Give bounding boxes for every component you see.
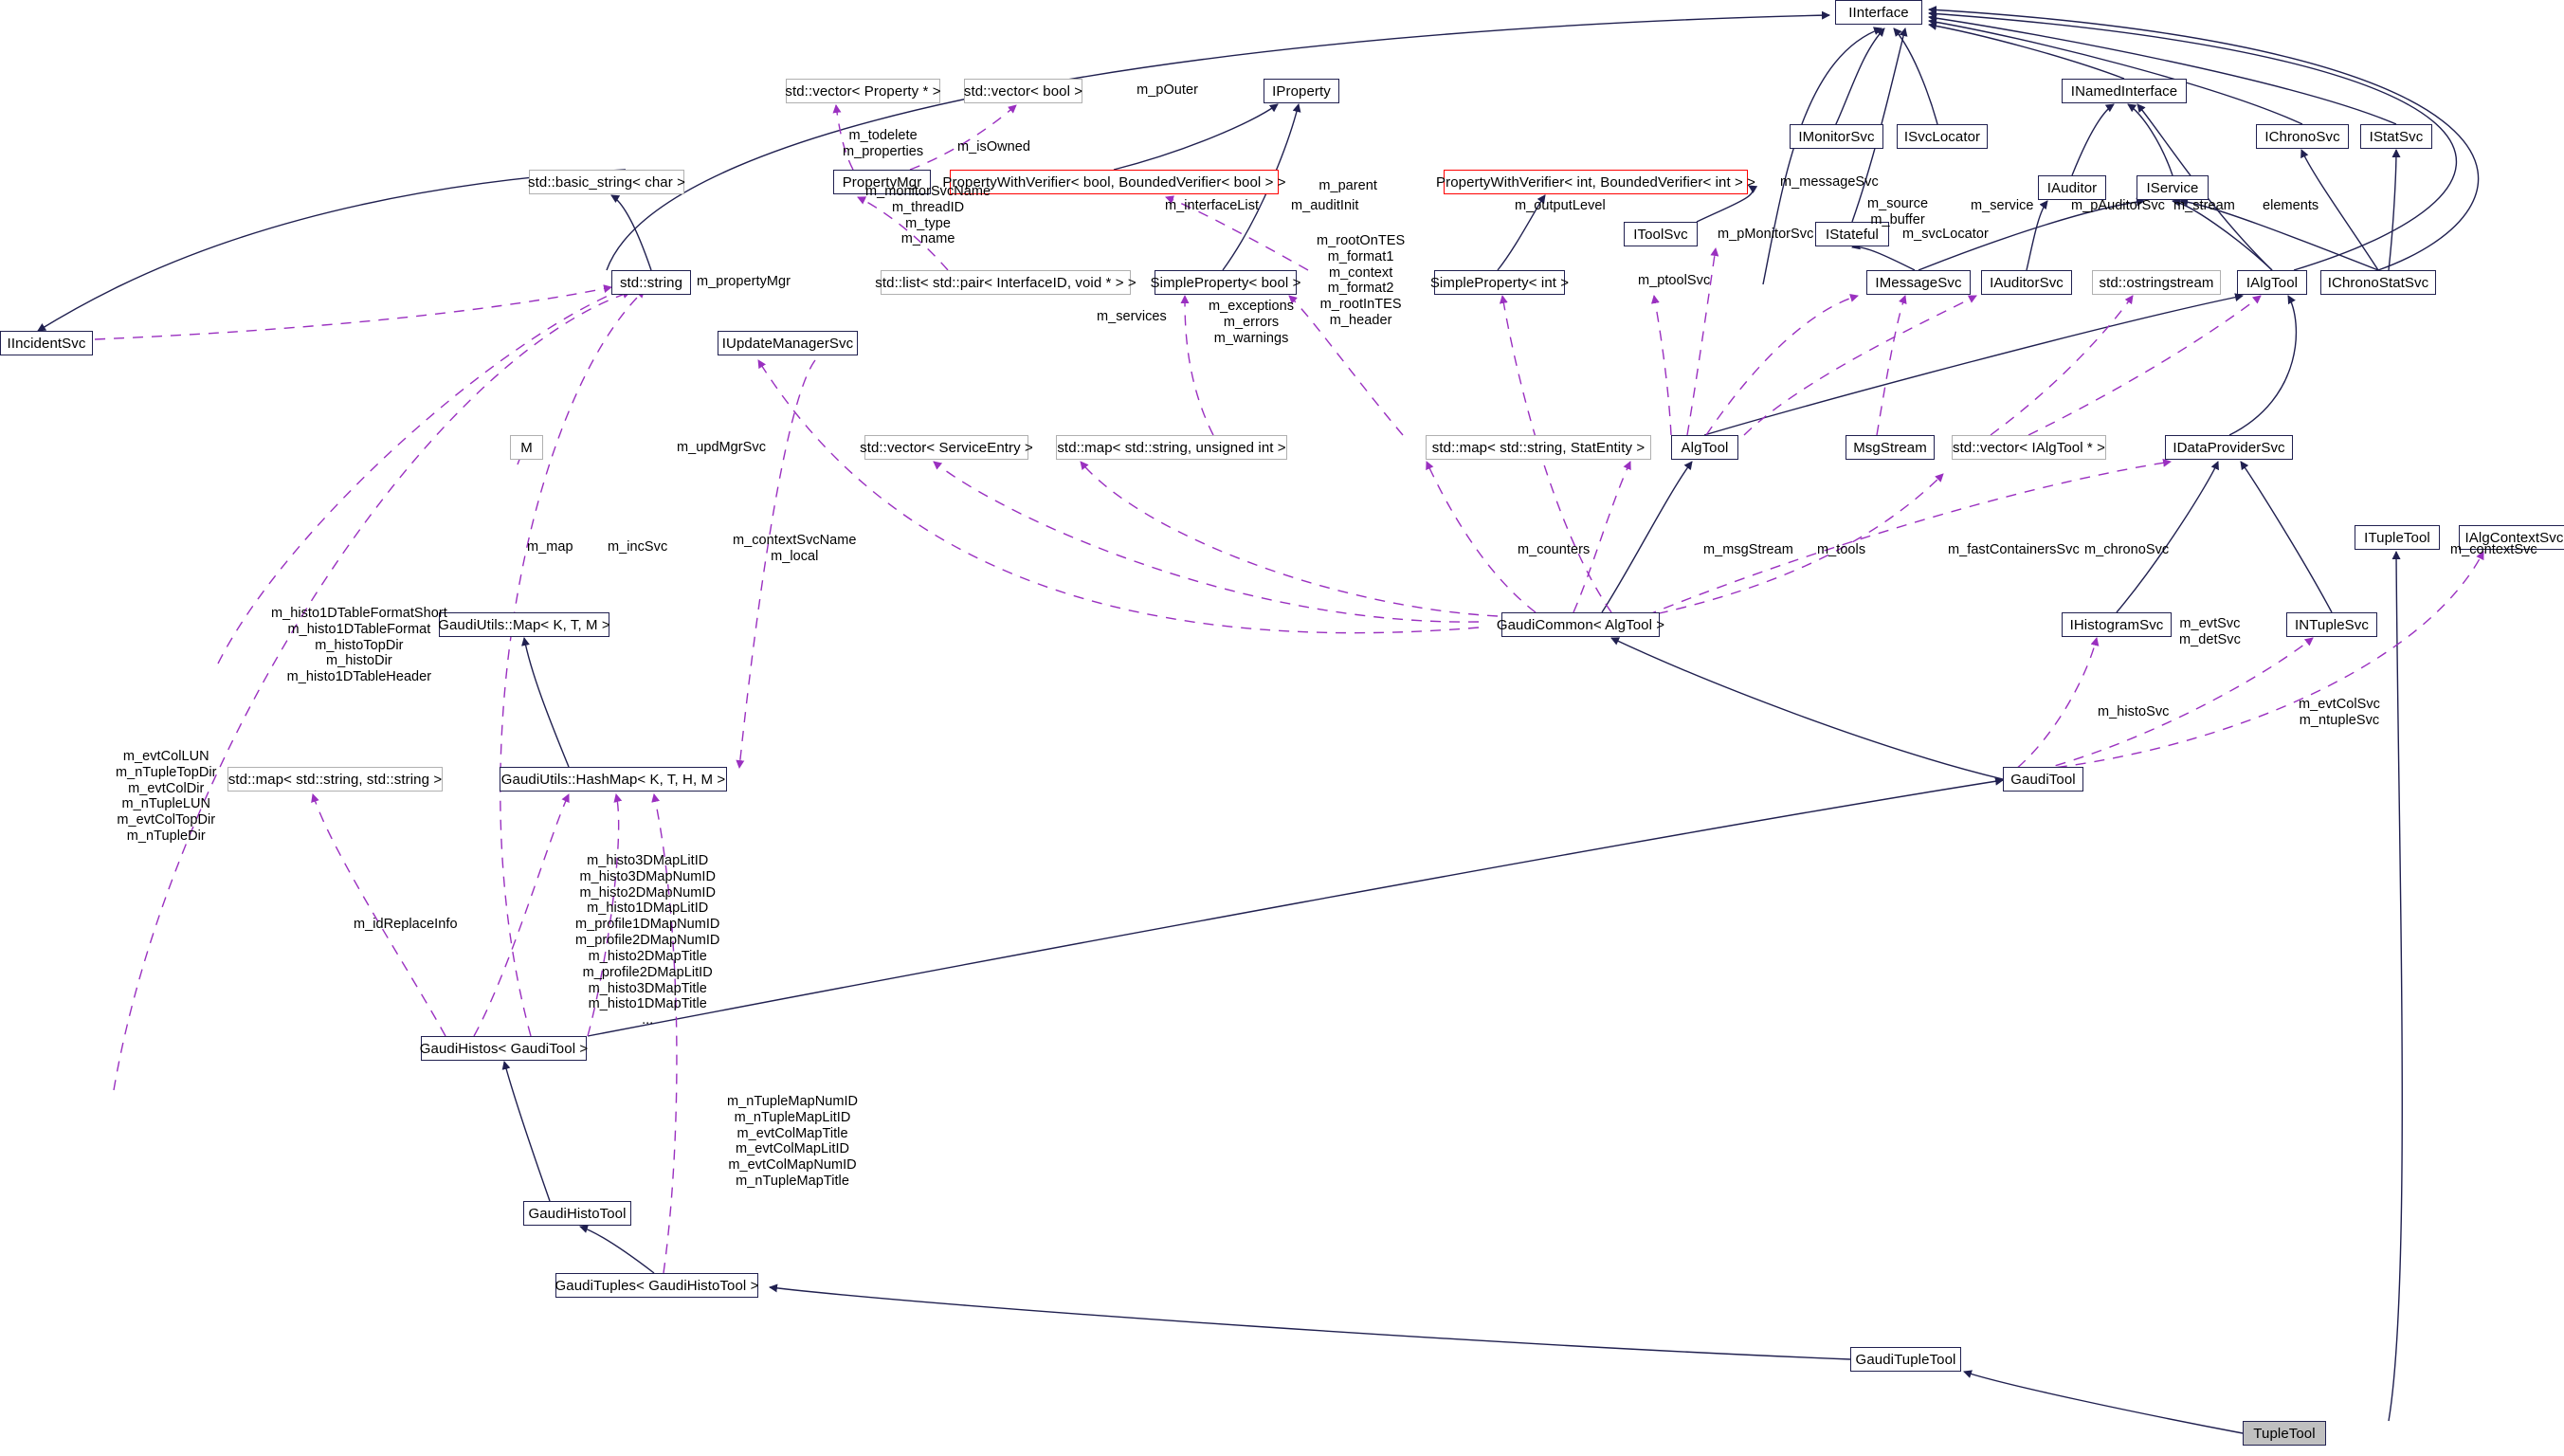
- class-node-IToolSvc[interactable]: IToolSvc: [1624, 222, 1698, 246]
- class-node-mapStringUInt[interactable]: std::map< std::string, unsigned int >: [1056, 435, 1287, 460]
- class-node-vecBool[interactable]: std::vector< bool >: [964, 79, 1082, 103]
- class-node-IMonitorSvc[interactable]: IMonitorSvc: [1790, 124, 1883, 149]
- edge-label-m_map: m_map: [527, 539, 573, 555]
- class-node-vecServiceEntry[interactable]: std::vector< ServiceEntry >: [860, 435, 1033, 460]
- class-node-INTupleSvc[interactable]: INTupleSvc: [2286, 612, 2377, 637]
- class-node-GaudiCommonAlgTool[interactable]: GaudiCommon< AlgTool >: [1497, 612, 1664, 637]
- class-node-IStateful[interactable]: IStateful: [1815, 222, 1889, 246]
- edge-label-m_monitorSvcName: m_monitorSvcName m_threadID m_type m_nam…: [865, 184, 991, 247]
- class-node-PWVbool[interactable]: PropertyWithVerifier< bool, BoundedVerif…: [942, 170, 1285, 194]
- edge-label-m_pMonitorSvc: m_pMonitorSvc: [1718, 227, 1814, 242]
- class-node-IProperty[interactable]: IProperty: [1264, 79, 1339, 103]
- class-node-PropertyMgr[interactable]: PropertyMgr: [833, 170, 931, 194]
- edge-label-m_histo1DTable: m_histo1DTableFormatShort m_histo1DTable…: [271, 606, 447, 685]
- edge-label-m_parent: m_parent: [1318, 178, 1377, 193]
- class-node-IAuditor[interactable]: IAuditor: [2038, 175, 2106, 200]
- class-node-IUpdateManagerSvc[interactable]: IUpdateManagerSvc: [718, 331, 858, 355]
- edge-label-m_pOuter: m_pOuter: [1137, 82, 1198, 98]
- edge-label-m_chronoSvc: m_chronoSvc: [2084, 542, 2170, 557]
- edge-label-m_source: m_source m_buffer: [1867, 196, 1929, 228]
- edge-label-m_stream: m_stream: [2173, 198, 2235, 213]
- class-node-SimplePropBool[interactable]: SimpleProperty< bool >: [1151, 270, 1300, 295]
- edge-label-m_isOwned: m_isOwned: [957, 139, 1031, 155]
- class-node-basic_string[interactable]: std::basic_string< char >: [528, 170, 685, 194]
- class-node-AlgTool[interactable]: AlgTool: [1671, 435, 1738, 460]
- class-node-SimplePropInt[interactable]: SimpleProperty< int >: [1430, 270, 1569, 295]
- class-node-TupleTool[interactable]: TupleTool: [2243, 1421, 2326, 1446]
- edge-label-m_contextSvc: m_contextSvc: [2450, 542, 2537, 557]
- class-node-GaudiHistoTool[interactable]: GaudiHistoTool: [523, 1201, 631, 1226]
- edge-label-m_evtColSvc: m_evtColSvc m_ntupleSvc: [2299, 697, 2380, 728]
- class-node-GaudiTupleTool[interactable]: GaudiTupleTool: [1850, 1347, 1961, 1372]
- class-node-GaudiTool[interactable]: GaudiTool: [2003, 767, 2083, 792]
- class-node-IIncidentSvc[interactable]: IIncidentSvc: [0, 331, 93, 355]
- edge-label-m_tools: m_tools: [1817, 542, 1866, 557]
- class-node-vecProperty[interactable]: std::vector< Property * >: [785, 79, 941, 103]
- class-node-INamedInterface[interactable]: INamedInterface: [2062, 79, 2187, 103]
- class-node-GaudiTuplesGHT[interactable]: GaudiTuples< GaudiHistoTool >: [555, 1273, 758, 1298]
- edge-label-m_evtColLUN: m_evtColLUN m_nTupleTopDir m_evtColDir m…: [116, 749, 217, 845]
- class-node-IAlgContextSvc[interactable]: IAlgContextSvc: [2459, 525, 2564, 550]
- edge-label-m_msgStream: m_msgStream: [1703, 542, 1793, 557]
- edge-label-m_histo3DMapLitID: m_histo3DMapLitID m_histo3DMapNumID m_hi…: [575, 853, 720, 1028]
- edge-label-m_rootOnTES: m_rootOnTES m_format1 m_context m_format…: [1317, 233, 1406, 329]
- edge-label-m_counters: m_counters: [1518, 542, 1591, 557]
- edge-label-m_svcLocator: m_svcLocator: [1902, 227, 1989, 242]
- class-node-stdstring[interactable]: std::string: [611, 270, 691, 295]
- edge-label-m_service: m_service: [1971, 198, 2034, 213]
- edge-label-m_contextSvcName: m_contextSvcName m_local: [733, 533, 857, 564]
- class-node-IService[interactable]: IService: [2137, 175, 2209, 200]
- class-node-IDataProviderSvc[interactable]: IDataProviderSvc: [2165, 435, 2293, 460]
- edge-label-m_updMgrSvc: m_updMgrSvc: [676, 440, 766, 455]
- class-node-IAuditorSvc[interactable]: IAuditorSvc: [1981, 270, 2072, 295]
- class-node-mapStringString[interactable]: std::map< std::string, std::string >: [227, 767, 443, 792]
- edge-label-m_fastContainersSvc: m_fastContainersSvc: [1948, 542, 2080, 557]
- edge-label-m_propertyMgr: m_propertyMgr: [697, 274, 791, 289]
- class-node-IChronoSvc[interactable]: IChronoSvc: [2256, 124, 2349, 149]
- edge-label-m_pAuditorSvc: m_pAuditorSvc: [2071, 198, 2165, 213]
- edge-label-m_auditInit: m_auditInit: [1291, 198, 1359, 213]
- edge-label-m_evtSvc: m_evtSvc m_detSvc: [2179, 616, 2241, 647]
- edge-label-m_idReplaceInfo: m_idReplaceInfo: [354, 917, 458, 932]
- edge-label-m_todelete: m_todelete m_properties: [843, 128, 924, 159]
- edge-label-m_services: m_services: [1097, 309, 1167, 324]
- class-node-GaudiHistosGT[interactable]: GaudiHistos< GaudiTool >: [420, 1036, 588, 1061]
- class-node-PWVint[interactable]: PropertyWithVerifier< int, BoundedVerifi…: [1436, 170, 1755, 194]
- class-node-GaudiUtilsMap[interactable]: GaudiUtils::Map< K, T, M >: [438, 612, 610, 637]
- edge-label-elements: elements: [2263, 198, 2319, 213]
- class-node-vecIAlgTool[interactable]: std::vector< IAlgTool * >: [1952, 435, 2106, 460]
- class-node-M[interactable]: M: [510, 435, 543, 460]
- class-node-mapStringStat[interactable]: std::map< std::string, StatEntity >: [1426, 435, 1651, 460]
- class-node-ISvcLocator[interactable]: ISvcLocator: [1897, 124, 1988, 149]
- class-node-IMessageSvc[interactable]: IMessageSvc: [1866, 270, 1971, 295]
- edge-label-m_incSvc: m_incSvc: [608, 539, 668, 555]
- edge-label-m_nTupleMapNumID: m_nTupleMapNumID m_nTupleMapLitID m_evtC…: [727, 1094, 859, 1190]
- class-node-GaudiUtilsHashMap[interactable]: GaudiUtils::HashMap< K, T, H, M >: [500, 767, 727, 792]
- edge-label-m_exceptions: m_exceptions m_errors m_warnings: [1209, 299, 1295, 346]
- class-node-IAlgTool[interactable]: IAlgTool: [2237, 270, 2307, 295]
- class-node-ostringstream[interactable]: std::ostringstream: [2092, 270, 2221, 295]
- class-node-ITupleTool[interactable]: ITupleTool: [2355, 525, 2440, 550]
- edge-label-m_interfaceList: m_interfaceList: [1165, 198, 1260, 213]
- class-node-MsgStream[interactable]: MsgStream: [1846, 435, 1935, 460]
- edge-label-m_outputLevel: m_outputLevel: [1515, 198, 1606, 213]
- class-node-listPair[interactable]: std::list< std::pair< InterfaceID, void …: [875, 270, 1137, 295]
- class-node-IHistogramSvc[interactable]: IHistogramSvc: [2062, 612, 2172, 637]
- class-node-IChronoStatSvc[interactable]: IChronoStatSvc: [2320, 270, 2436, 295]
- edge-label-m_histoSvc: m_histoSvc: [2098, 704, 2170, 719]
- class-node-IInterface[interactable]: IInterface: [1835, 0, 1922, 25]
- class-node-IStatSvc[interactable]: IStatSvc: [2360, 124, 2432, 149]
- edge-label-m_messageSvc: m_messageSvc: [1780, 174, 1879, 190]
- edge-label-m_ptoolSvc: m_ptoolSvc: [1638, 273, 1711, 288]
